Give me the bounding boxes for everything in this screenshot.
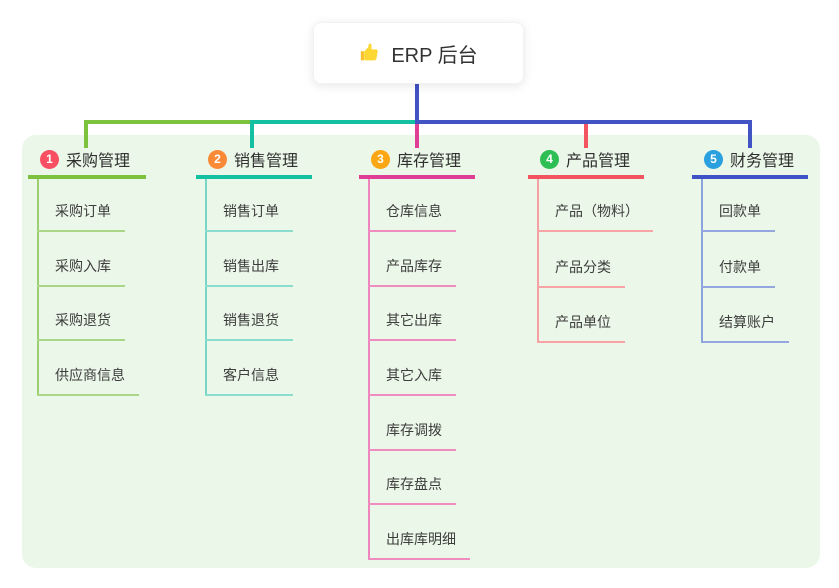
group-panel [22, 135, 820, 568]
connector-bus-blue [415, 120, 752, 124]
connector-bus-teal [250, 120, 419, 124]
badge-2: 2 [208, 149, 227, 169]
connector-root [415, 82, 419, 122]
connector-drop-product [584, 124, 588, 148]
branch-label: 财务管理 [730, 153, 795, 170]
child-node[interactable]: 产品分类 [537, 257, 625, 288]
branch-label: 产品管理 [566, 153, 631, 170]
branch-label: 销售管理 [234, 153, 299, 170]
child-node[interactable]: 库存盘点 [368, 474, 456, 505]
child-node[interactable]: 销售订单 [205, 201, 293, 232]
child-node[interactable]: 采购退货 [37, 310, 125, 341]
child-node[interactable]: 其它出库 [368, 310, 456, 341]
branch-label: 库存管理 [397, 153, 462, 170]
child-node[interactable]: 采购订单 [37, 201, 125, 232]
branch-title-sales[interactable]: 2 销售管理 [196, 146, 312, 172]
child-node[interactable]: 产品库存 [368, 256, 456, 287]
child-node[interactable]: 仓库信息 [368, 201, 456, 232]
branch-spine [368, 179, 370, 560]
child-node[interactable]: 结算账户 [701, 312, 789, 343]
branch-underline [528, 175, 644, 179]
connector-drop-finance [748, 120, 752, 148]
branch-title-product[interactable]: 4 产品管理 [528, 146, 644, 172]
branch-underline [196, 175, 312, 179]
connector-drop-sales [250, 120, 254, 148]
child-node[interactable]: 销售出库 [205, 256, 293, 287]
branch-label: 采购管理 [66, 153, 131, 170]
connector-drop-procurement [84, 120, 88, 148]
branch-spine [537, 179, 539, 343]
badge-4: 4 [540, 149, 559, 169]
child-node[interactable]: 产品单位 [537, 312, 625, 343]
badge-3: 3 [371, 149, 390, 169]
child-node[interactable]: 其它入库 [368, 365, 456, 396]
branch-spine [701, 179, 703, 343]
branch-spine [37, 179, 39, 396]
branch-spine [205, 179, 207, 396]
child-node[interactable]: 采购入库 [37, 256, 125, 287]
child-node[interactable]: 回款单 [701, 201, 775, 232]
child-node[interactable]: 付款单 [701, 257, 775, 288]
child-node[interactable]: 出库库明细 [368, 529, 470, 560]
child-node[interactable]: 客户信息 [205, 365, 293, 396]
branch-title-inventory[interactable]: 3 库存管理 [359, 146, 475, 172]
branch-underline [28, 175, 146, 179]
branch-underline [359, 175, 475, 179]
child-node[interactable]: 销售退货 [205, 310, 293, 341]
root-label: ERP 后台 [391, 44, 478, 67]
connector-bus-green [84, 120, 252, 124]
thumbs-up-icon [359, 42, 381, 64]
branch-title-finance[interactable]: 5 财务管理 [692, 146, 808, 172]
child-node[interactable]: 供应商信息 [37, 365, 139, 396]
root-node[interactable]: ERP 后台 [313, 22, 524, 84]
badge-1: 1 [40, 149, 59, 169]
branch-title-procurement[interactable]: 1 采购管理 [28, 146, 146, 172]
branch-underline [692, 175, 808, 179]
child-node[interactable]: 产品（物料） [537, 201, 653, 232]
badge-5: 5 [704, 149, 723, 169]
child-node[interactable]: 库存调拨 [368, 420, 456, 451]
connector-drop-inventory [415, 124, 419, 148]
